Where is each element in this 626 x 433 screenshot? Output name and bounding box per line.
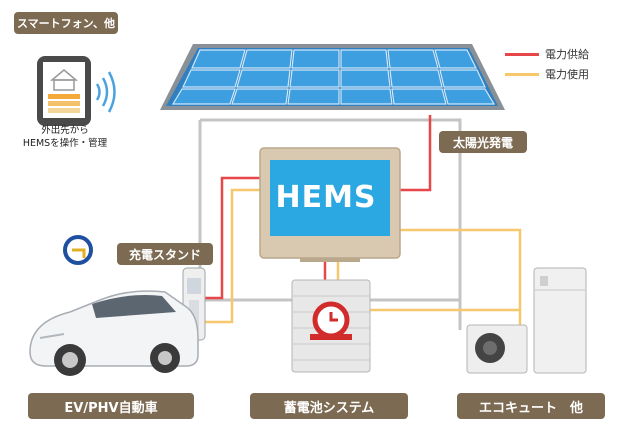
ev-label: EV/PHV自動車 bbox=[28, 393, 194, 419]
hems-monitor bbox=[259, 147, 401, 262]
legend-swatch-supply bbox=[505, 52, 539, 56]
ev-car bbox=[29, 290, 199, 376]
smartphone-caption: 外出先から HEMSを操作・管理 bbox=[10, 124, 120, 150]
legend-item-supply: 電力供給 bbox=[505, 44, 589, 64]
g-mark-icon bbox=[63, 235, 93, 265]
legend-swatch-use bbox=[505, 72, 539, 76]
ecocute-units bbox=[466, 267, 587, 374]
legend-label-supply: 電力供給 bbox=[545, 48, 589, 61]
legend: 電力供給 電力使用 bbox=[505, 44, 589, 84]
phone-caption-line2: HEMSを操作・管理 bbox=[22, 138, 108, 149]
battery-label: 蓄電池システム bbox=[250, 393, 408, 419]
phone-caption-line1: 外出先から bbox=[41, 125, 89, 136]
solar-label: 太陽光発電 bbox=[439, 131, 527, 153]
legend-label-use: 電力使用 bbox=[545, 68, 589, 81]
charger-label: 充電スタンド bbox=[117, 243, 213, 265]
smartphone-label: スマートフォン、他 bbox=[14, 12, 118, 34]
hems-title: HEMS bbox=[275, 180, 377, 215]
ecocute-label: エコキュート 他 bbox=[457, 393, 605, 419]
battery-unit bbox=[291, 279, 371, 373]
solar-panel bbox=[160, 44, 505, 110]
legend-item-use: 電力使用 bbox=[505, 64, 589, 84]
smartphone-device bbox=[37, 56, 116, 126]
